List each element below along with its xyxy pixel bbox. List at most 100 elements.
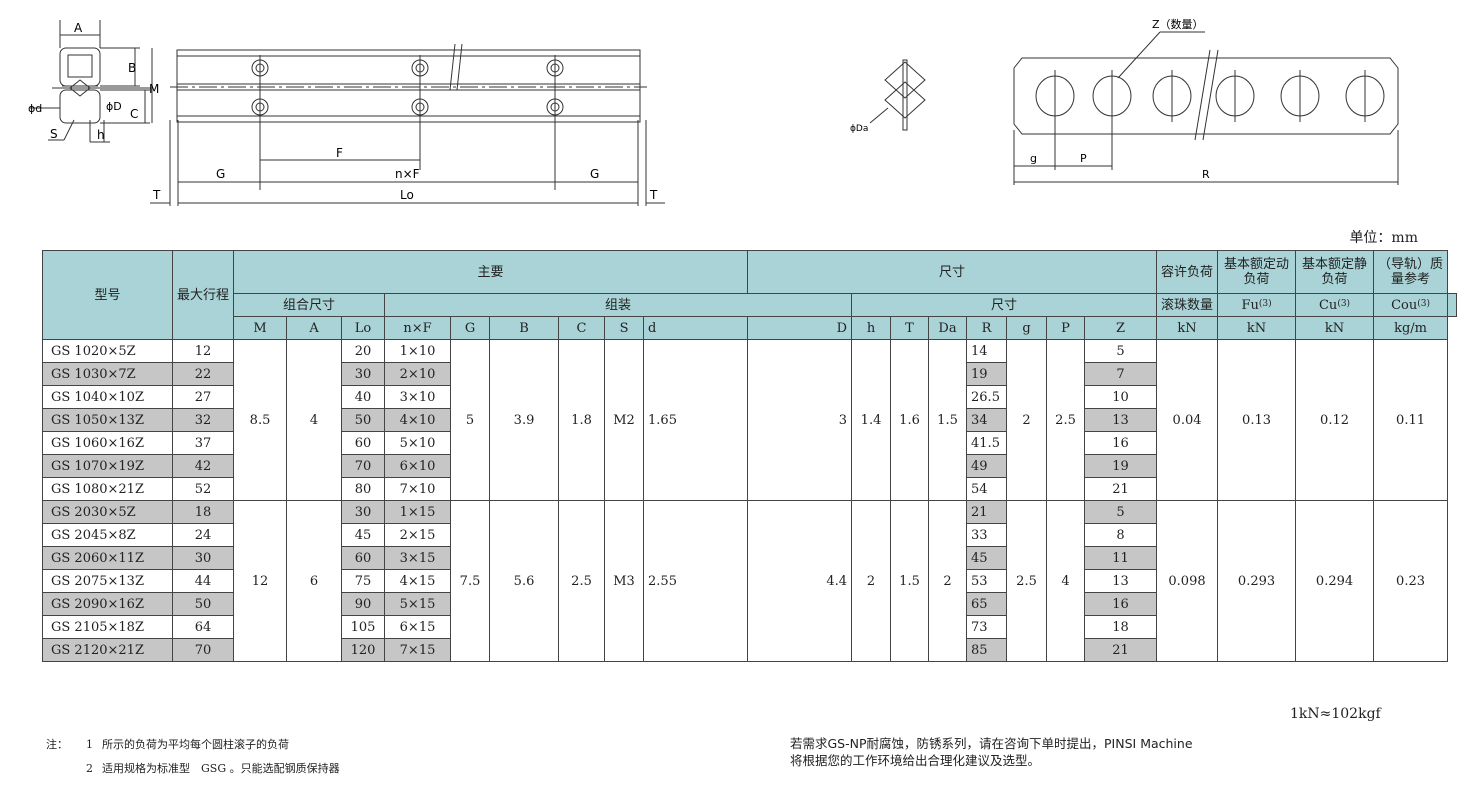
cell-d: 2.55 <box>643 500 749 662</box>
cell-G: 5 <box>450 339 491 501</box>
cell-nF: 7×10 <box>384 477 452 501</box>
cell-model: GS 1080×21Z <box>42 477 173 501</box>
cell-nF: 5×10 <box>384 431 452 455</box>
cell-stroke: 64 <box>171 615 235 639</box>
cell-P: 2.5 <box>1046 339 1086 501</box>
label-R: R <box>1202 168 1210 181</box>
cell-stroke: 24 <box>171 523 235 547</box>
cell-nF: 3×10 <box>384 385 452 409</box>
cell-R: 21 <box>966 500 1008 524</box>
header-cou: Cou(3) <box>1373 293 1449 317</box>
cell-G: 7.5 <box>450 500 491 662</box>
label-h: h <box>97 128 105 142</box>
cell-Cou: 0.294 <box>1295 500 1375 662</box>
cell-T: 1.6 <box>890 339 930 501</box>
cell-C: 1.8 <box>558 339 606 501</box>
label-M: M <box>149 82 159 96</box>
header-assembly: 组合尺寸 <box>233 293 386 317</box>
cell-R: 26.5 <box>966 385 1008 409</box>
header-cu: Cu(3) <box>1295 293 1375 317</box>
label-S: S <box>50 127 58 141</box>
cell-R: 34 <box>966 408 1008 432</box>
label-g: g <box>1030 152 1037 165</box>
cell-R: 19 <box>966 362 1008 386</box>
cell-Z: 13 <box>1084 569 1158 593</box>
cage-top-view-drawing: Z（数量） g P R <box>1013 18 1399 185</box>
cell-model: GS 2120×21Z <box>42 638 173 662</box>
conversion-note: 1kN≈102kgf <box>1290 706 1381 722</box>
cell-nF: 2×15 <box>384 523 452 547</box>
cell-Z: 7 <box>1084 362 1158 386</box>
header-stroke: 最大行程 <box>171 250 235 340</box>
header-blank <box>1447 293 1458 317</box>
cell-model: GS 1050×13Z <box>42 408 173 432</box>
col-P: P <box>1046 316 1086 340</box>
label-G-left: G <box>216 167 225 181</box>
cell-Z: 11 <box>1084 546 1158 570</box>
cell-model: GS 2105×18Z <box>42 615 173 639</box>
label-D: ϕD <box>106 100 122 113</box>
col-nF: n×F <box>384 316 452 340</box>
cell-Lo: 80 <box>341 477 386 501</box>
cell-model: GS 1020×5Z <box>42 339 173 363</box>
cell-Z: 21 <box>1084 477 1158 501</box>
notes-label: 注： <box>46 738 68 751</box>
cell-R: 45 <box>966 546 1008 570</box>
cell-stroke: 44 <box>171 569 235 593</box>
cell-S: M2 <box>604 339 645 501</box>
cell-nF: 4×15 <box>384 569 452 593</box>
header-size: 尺寸 <box>851 293 1158 317</box>
unit-label: 单位：mm <box>1349 230 1418 246</box>
cell-Lo: 70 <box>341 454 386 478</box>
header-model: 型号 <box>42 250 173 340</box>
cell-R: 85 <box>966 638 1008 662</box>
label-T-left: T <box>152 188 161 202</box>
cell-Lo: 50 <box>341 408 386 432</box>
cell-Da: 1.5 <box>928 339 968 501</box>
cell-mass: 0.11 <box>1373 339 1449 501</box>
cell-stroke: 22 <box>171 362 235 386</box>
remark: 若需求GS-NP耐腐蚀，防锈系列，请在咨询下单时提出，PINSI Machine… <box>790 735 1193 769</box>
cell-Cou: 0.12 <box>1295 339 1375 501</box>
cell-stroke: 37 <box>171 431 235 455</box>
cell-Lo: 30 <box>341 362 386 386</box>
cell-model: GS 1030×7Z <box>42 362 173 386</box>
cell-nF: 6×10 <box>384 454 452 478</box>
label-B: B <box>128 61 136 75</box>
cell-R: 65 <box>966 592 1008 616</box>
cell-Cu: 0.293 <box>1217 500 1297 662</box>
cell-model: GS 2075×13Z <box>42 569 173 593</box>
cell-nF: 4×10 <box>384 408 452 432</box>
cell-Z: 21 <box>1084 638 1158 662</box>
col-D: D <box>747 316 853 340</box>
cell-model: GS 2030×5Z <box>42 500 173 524</box>
cross-section-drawing: A B M ϕd ϕD C S h <box>28 20 159 143</box>
cell-nF: 1×10 <box>384 339 452 363</box>
remark-line-1: 若需求GS-NP耐腐蚀，防锈系列，请在咨询下单时提出，PINSI Machine <box>790 736 1193 751</box>
cell-Lo: 40 <box>341 385 386 409</box>
cell-R: 53 <box>966 569 1008 593</box>
cell-model: GS 2045×8Z <box>42 523 173 547</box>
cell-nF: 5×15 <box>384 592 452 616</box>
cell-stroke: 50 <box>171 592 235 616</box>
col-d: d <box>643 316 749 340</box>
spec-table: 型号 最大行程 主要 尺寸 容许负荷 基本额定动负荷 基本额定静负荷 （导轨）质… <box>42 250 1458 662</box>
label-Da: ϕDa <box>850 124 868 134</box>
label-d: ϕd <box>28 102 42 115</box>
cell-S: M3 <box>604 500 645 662</box>
label-A: A <box>74 21 83 35</box>
label-Z: Z（数量） <box>1152 18 1204 31</box>
cell-R: 41.5 <box>966 431 1008 455</box>
cell-model: GS 2090×16Z <box>42 592 173 616</box>
remark-line-2: 将根据您的工作环境给出合理化建议及选型。 <box>790 753 1041 768</box>
header-roller-count: 滚珠数量 <box>1156 293 1219 317</box>
